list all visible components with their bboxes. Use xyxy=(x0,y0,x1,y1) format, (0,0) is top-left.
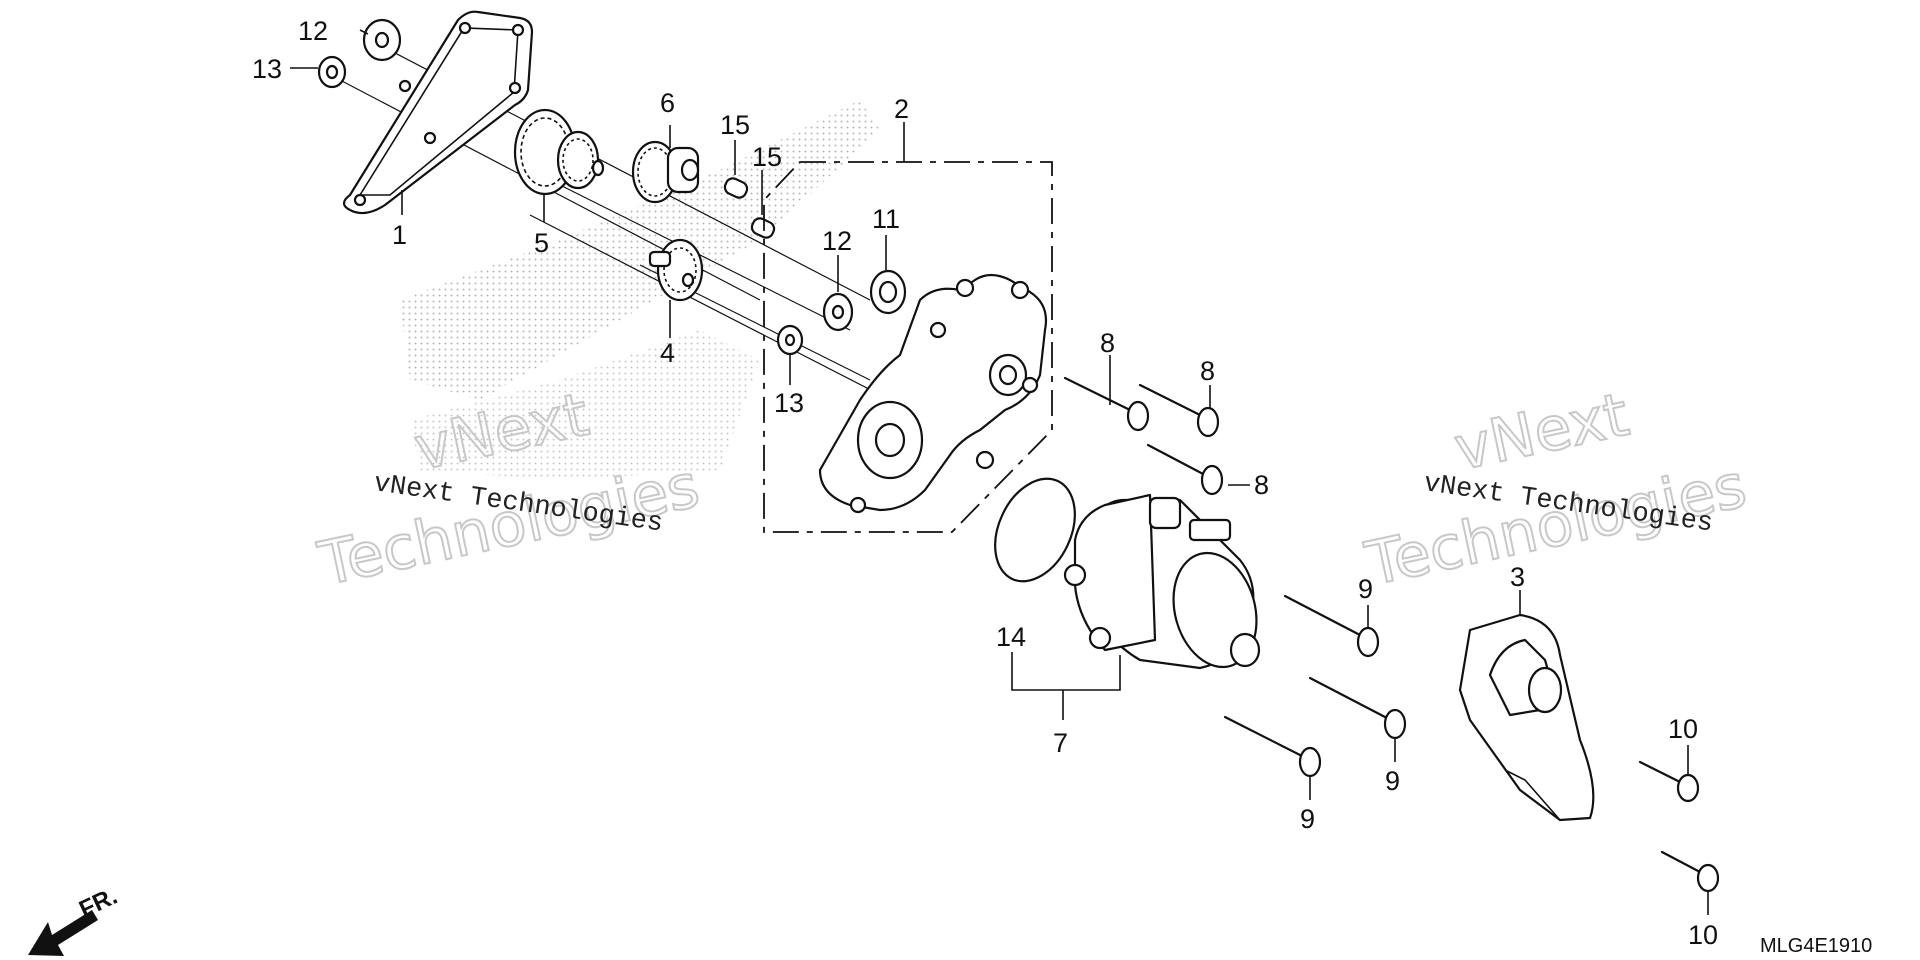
gear-4-part xyxy=(648,238,704,302)
callout-7: 7 xyxy=(1053,728,1068,758)
callout-12b: 12 xyxy=(822,226,852,256)
callout-2: 2 xyxy=(894,94,909,124)
washer-13-top xyxy=(317,55,347,89)
washer-13-mid xyxy=(776,324,804,356)
callout-13a: 13 xyxy=(252,54,282,84)
callout-15b: 15 xyxy=(752,142,782,172)
callout-13b: 13 xyxy=(774,388,804,418)
callout-15a: 15 xyxy=(720,110,750,140)
housing-cover-2-part xyxy=(818,273,1048,514)
gear-6-part xyxy=(631,140,700,204)
bolt-10a xyxy=(1638,760,1700,803)
bolt-8c xyxy=(1146,443,1224,496)
callout-12a: 12 xyxy=(298,16,328,46)
watermark-vnext-right: vNext xyxy=(1449,380,1635,485)
washer-12-mid xyxy=(822,292,854,332)
dashed-group-box xyxy=(763,161,1053,533)
watermark-right: Technologies vNext vNext Technologies xyxy=(1359,379,1754,601)
callout-14: 14 xyxy=(996,622,1026,652)
callout-3: 3 xyxy=(1510,562,1525,592)
bolt-8a xyxy=(1063,376,1150,432)
dotted-shadow-left xyxy=(400,100,880,480)
callout-labels: 1 2 3 4 5 6 7 8 8 8 9 9 9 10 10 11 12 12… xyxy=(252,16,1718,950)
bolt-9c xyxy=(1223,715,1322,778)
callout-10b: 10 xyxy=(1688,920,1718,950)
washer-12-top xyxy=(362,18,402,62)
leader-lines xyxy=(290,29,1709,915)
callout-10a: 10 xyxy=(1668,714,1698,744)
dowel-15-lower xyxy=(750,217,776,239)
callout-6: 6 xyxy=(660,88,675,118)
callout-4: 4 xyxy=(660,338,675,368)
callout-9a: 9 xyxy=(1358,574,1373,604)
bolt-8b xyxy=(1138,383,1220,438)
callout-8a: 8 xyxy=(1100,328,1115,358)
bolt-9b xyxy=(1308,676,1407,740)
bearing-11-part xyxy=(869,269,907,315)
callout-9c: 9 xyxy=(1300,804,1315,834)
diagram-reference-code: MLG4E1910 xyxy=(1760,935,1872,957)
motor-7-part xyxy=(1063,493,1261,670)
callout-11: 11 xyxy=(872,204,900,234)
callout-8c: 8 xyxy=(1254,470,1269,500)
front-arrow-icon xyxy=(28,910,98,956)
gasket-part xyxy=(342,10,534,215)
gear-5-part xyxy=(513,108,605,196)
o-ring-14-part xyxy=(994,477,1076,583)
callout-5: 5 xyxy=(534,228,549,258)
callout-1: 1 xyxy=(392,220,407,250)
front-direction-indicator: FR. xyxy=(28,883,122,956)
cover-3-part xyxy=(1458,613,1595,822)
dowel-15-upper xyxy=(723,177,749,199)
callout-9b: 9 xyxy=(1385,766,1400,796)
bolt-10b xyxy=(1660,850,1720,893)
callout-8b: 8 xyxy=(1200,356,1215,386)
bolt-9a xyxy=(1283,594,1380,658)
